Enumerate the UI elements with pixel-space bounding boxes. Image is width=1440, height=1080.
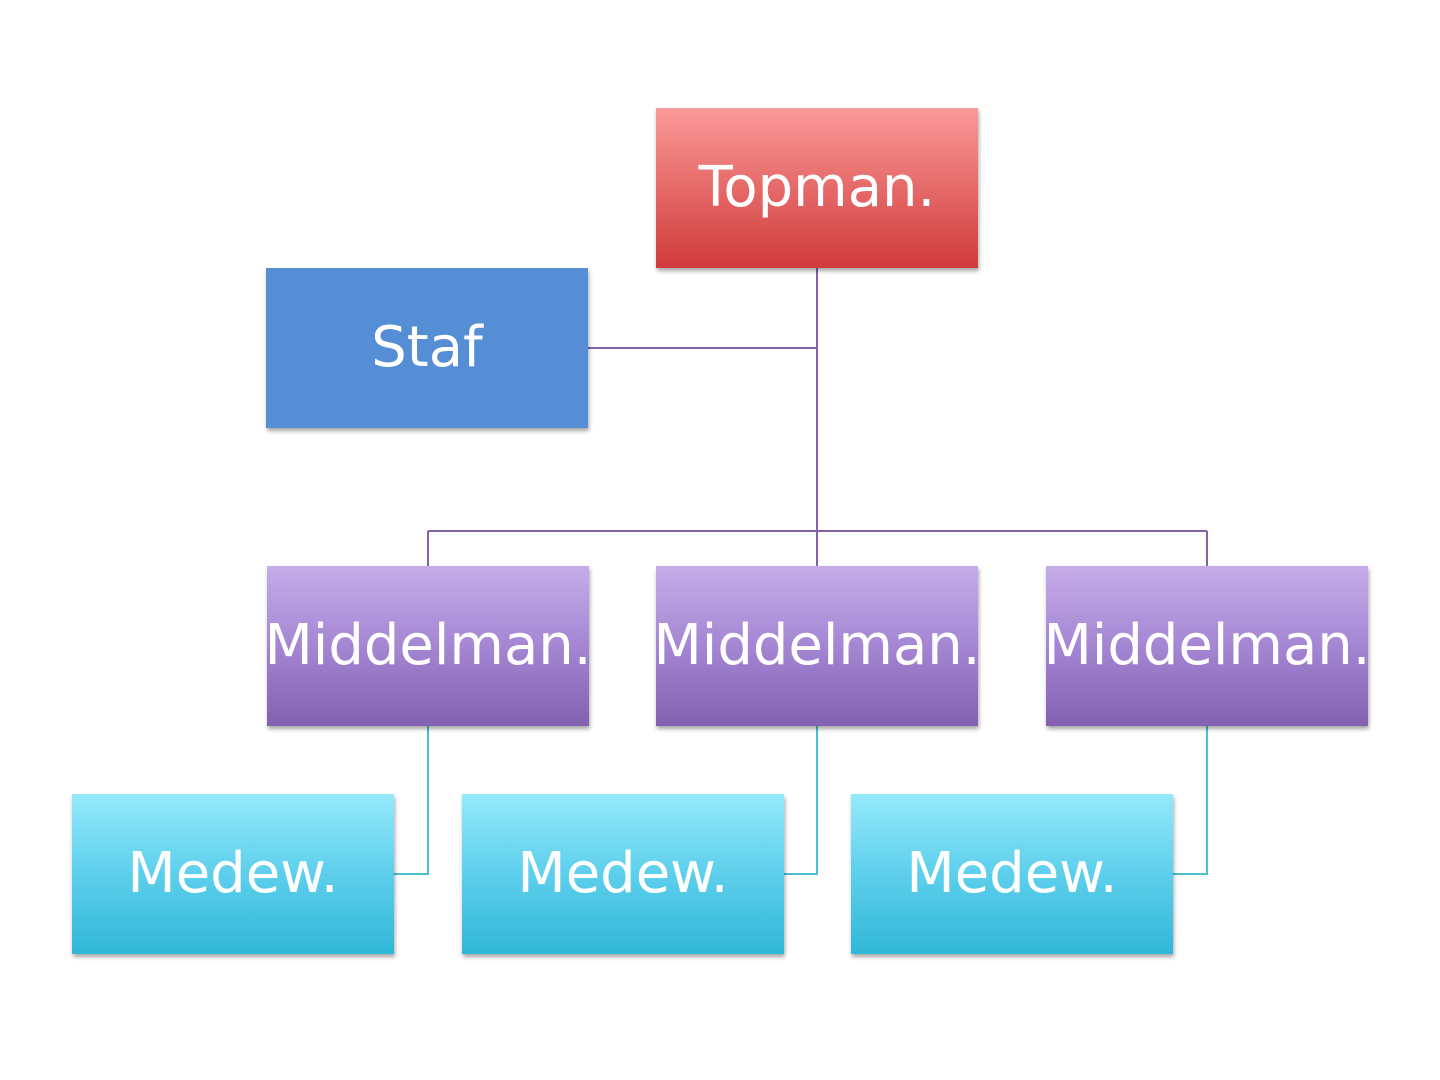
employee-label: Medew. (517, 841, 729, 906)
employee-label: Medew. (127, 841, 339, 906)
middle-manager-box-1: Middelman. (264, 566, 592, 726)
middle-manager-label: Middelman. (653, 613, 981, 678)
middle-manager-box-2: Middelman. (653, 566, 981, 726)
staff-label: Staf (371, 315, 483, 380)
employee-box-2: Medew. (462, 794, 784, 954)
middle-manager-label: Middelman. (1043, 613, 1371, 678)
top-manager-box: Topman. (656, 108, 978, 268)
staff-box: Staf (266, 268, 588, 428)
employee-box-1: Medew. (72, 794, 394, 954)
middle-manager-label: Middelman. (264, 613, 592, 678)
connector-worker1 (394, 726, 429, 875)
employee-box-3: Medew. (851, 794, 1173, 954)
top-manager-label: Topman. (698, 155, 936, 220)
connector-worker2 (784, 726, 818, 875)
employee-label: Medew. (906, 841, 1118, 906)
connector-worker3 (1173, 726, 1208, 875)
middle-manager-box-3: Middelman. (1043, 566, 1371, 726)
